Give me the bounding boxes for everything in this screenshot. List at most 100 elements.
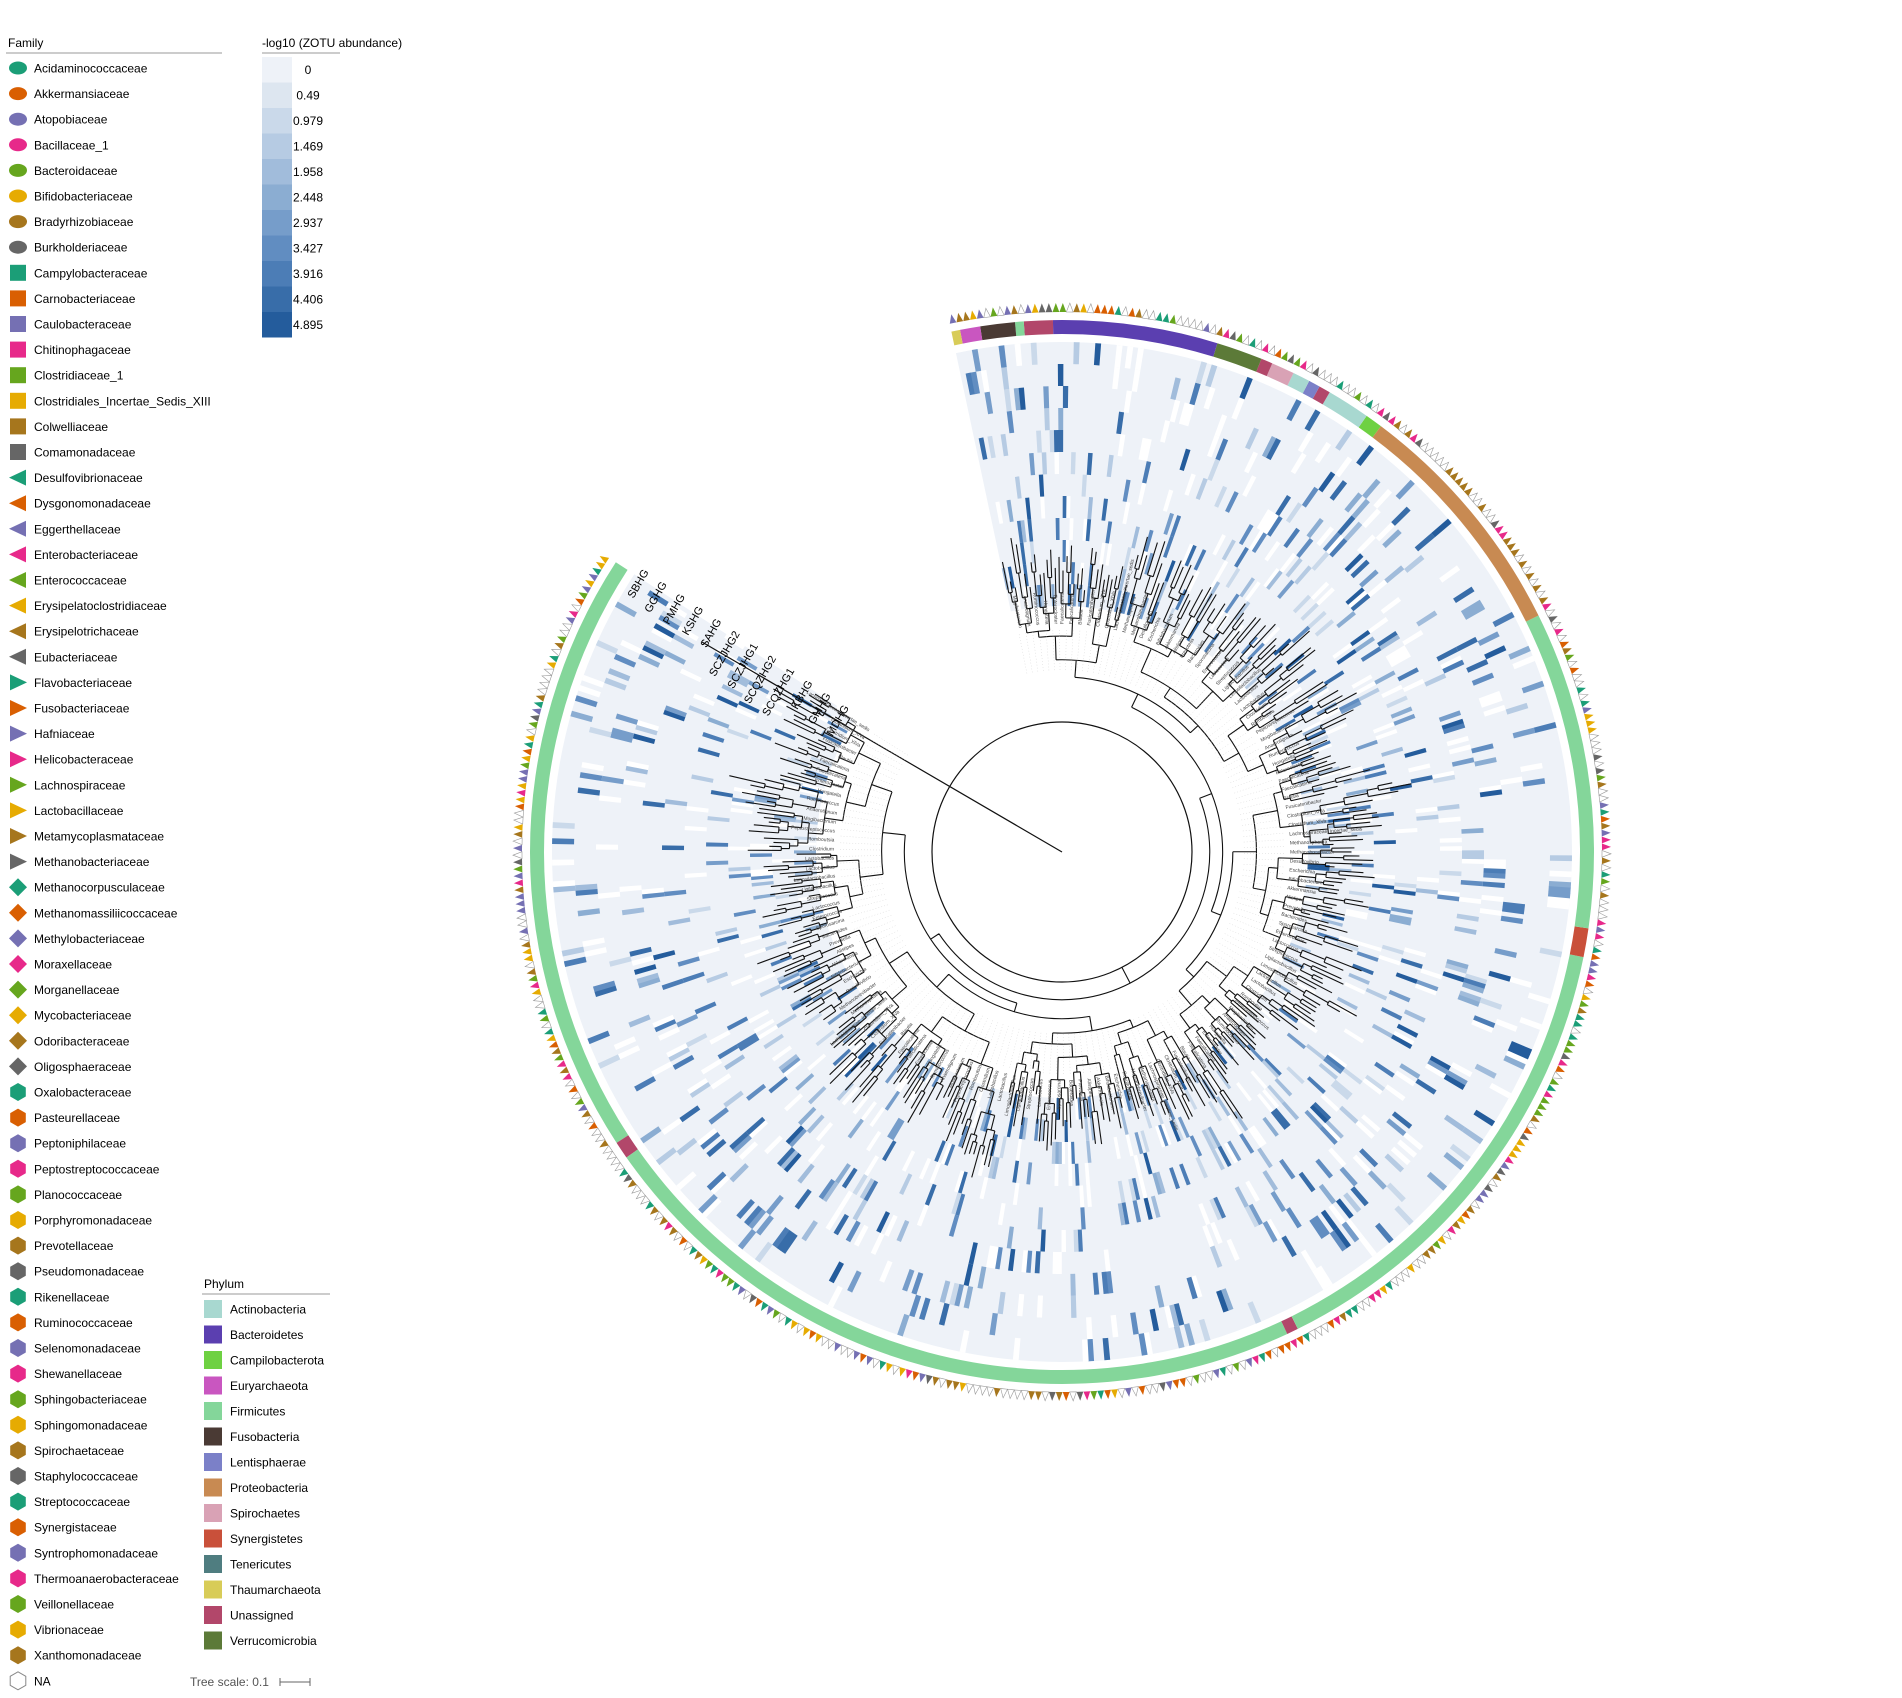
heatmap-cell [990, 1246, 999, 1269]
family-symbol-glyph [514, 893, 525, 900]
family-symbol-glyph [866, 1355, 874, 1366]
heatmap-cell [1201, 1129, 1215, 1151]
heatmap-cell [706, 1171, 727, 1191]
heatmap-cell [1350, 559, 1370, 579]
heatmap-cell [1325, 802, 1349, 809]
family-symbol [1387, 416, 1396, 426]
family-symbol [1080, 303, 1087, 313]
leaf-guide [1228, 761, 1265, 778]
heatmap-cell [1123, 1089, 1132, 1112]
leaf-guide [890, 967, 922, 994]
family-symbol [1076, 1391, 1084, 1401]
heatmap-cell [836, 1020, 856, 1038]
family-legend-swatch [9, 189, 27, 203]
family-symbol [1165, 1380, 1173, 1391]
family-symbol-glyph [1528, 578, 1539, 587]
heatmap-cell [1336, 649, 1357, 665]
family-symbol [1525, 572, 1535, 581]
family-legend-label: Spirochaetaceae [34, 1444, 124, 1458]
heatmap-cell [1029, 541, 1036, 564]
heatmap-cell [1375, 1222, 1394, 1244]
heatmap-cell [552, 822, 575, 829]
heatmap-cell [661, 978, 685, 991]
leaf-guide [860, 757, 898, 775]
family-symbol [1427, 1245, 1436, 1255]
heatmap-cell [916, 1058, 932, 1079]
family-legend-label: Lachnospiraceae [34, 778, 126, 792]
heatmap-cell [753, 893, 776, 900]
family-symbol-glyph [516, 913, 527, 921]
heatmap-cell [1410, 775, 1433, 784]
heatmap-cell [1381, 746, 1404, 757]
family-symbol [1444, 467, 1454, 476]
leaf-guide [1196, 974, 1227, 1002]
tree-root-branch [701, 641, 1063, 853]
heatmap-cell [951, 1192, 962, 1215]
heatmap-cell [676, 1014, 699, 1028]
heatmap-cell [1354, 681, 1377, 695]
phylum-ring [529, 320, 1594, 1384]
family-symbol-glyph [568, 610, 579, 618]
heatmap-cell [1188, 1061, 1202, 1083]
heatmap-cell [1103, 1249, 1111, 1272]
family-symbol-glyph [1274, 348, 1282, 359]
family-legend-item: Hafniaceae [10, 725, 95, 742]
family-symbol [592, 567, 602, 576]
family-legend-label: Eubacteriaceae [34, 650, 118, 664]
heatmap-cell [1414, 533, 1435, 552]
heatmap-cell [1134, 1131, 1144, 1155]
family-legend-swatch [9, 980, 27, 999]
heatmap-cell [1285, 1207, 1302, 1229]
family-legend-swatch [9, 955, 27, 973]
leaf-label: Bacteroides [1067, 1080, 1074, 1107]
family-symbol [873, 1357, 881, 1369]
leaf-guide [1176, 993, 1202, 1025]
family-symbol-glyph [585, 579, 595, 588]
family-symbol-glyph [1477, 503, 1487, 513]
family-symbol [599, 1139, 609, 1148]
family-legend-item: Methanomassiliicoccaceae [9, 903, 178, 922]
family-symbol-glyph [1461, 1210, 1471, 1219]
leaf-guide [989, 1024, 1004, 1063]
family-symbol-glyph [1601, 836, 1611, 844]
heatmap-cell [1084, 1162, 1091, 1186]
family-symbol-glyph [631, 1184, 642, 1194]
family-symbol [1219, 1366, 1226, 1377]
heatmap-cell [1014, 476, 1022, 499]
family-symbol [726, 1277, 735, 1287]
family-symbol-glyph [778, 1312, 787, 1323]
leaf-guide [1230, 767, 1268, 783]
heatmap-cell [1301, 486, 1319, 508]
heatmap-cell [1163, 607, 1176, 630]
heatmap-cell [1262, 1089, 1280, 1109]
family-symbol-glyph [1596, 919, 1607, 927]
family-symbol [847, 1347, 855, 1359]
family-symbol-glyph [1065, 302, 1074, 313]
family-symbol [599, 555, 610, 564]
heatmap-cell [692, 693, 715, 707]
heatmap-cell [986, 1087, 996, 1110]
heatmap-cell [801, 909, 824, 918]
heatmap-cell [1036, 430, 1042, 453]
heatmap-cell [884, 1064, 901, 1084]
heatmap-cell [1443, 1151, 1465, 1171]
heatmap-cell [1273, 1108, 1291, 1128]
family-legend-item: Syntrophomonadaceae [10, 1543, 158, 1562]
family-legend-swatch [9, 87, 27, 101]
family-symbol [1512, 1144, 1522, 1153]
phylum-legend-label: Lentisphaerae [230, 1456, 306, 1470]
heatmap-cell [726, 728, 749, 740]
leaf-guide [1208, 720, 1241, 745]
heatmap-cell [1157, 1124, 1169, 1147]
family-legend-swatch [10, 1159, 26, 1178]
family-legend-swatch [10, 776, 27, 793]
heatmap-cell [1105, 543, 1113, 566]
family-symbol [1332, 1315, 1341, 1326]
family-symbol-glyph [790, 1319, 799, 1330]
family-symbol [1541, 603, 1552, 611]
family-legend-item: Enterococcaceae [9, 572, 127, 588]
heatmap-cell [1266, 438, 1281, 461]
family-legend-item: Sphingobacteriaceae [10, 1390, 147, 1409]
phylum-legend-label: Actinobacteria [230, 1303, 306, 1317]
family-symbol [1477, 503, 1487, 513]
